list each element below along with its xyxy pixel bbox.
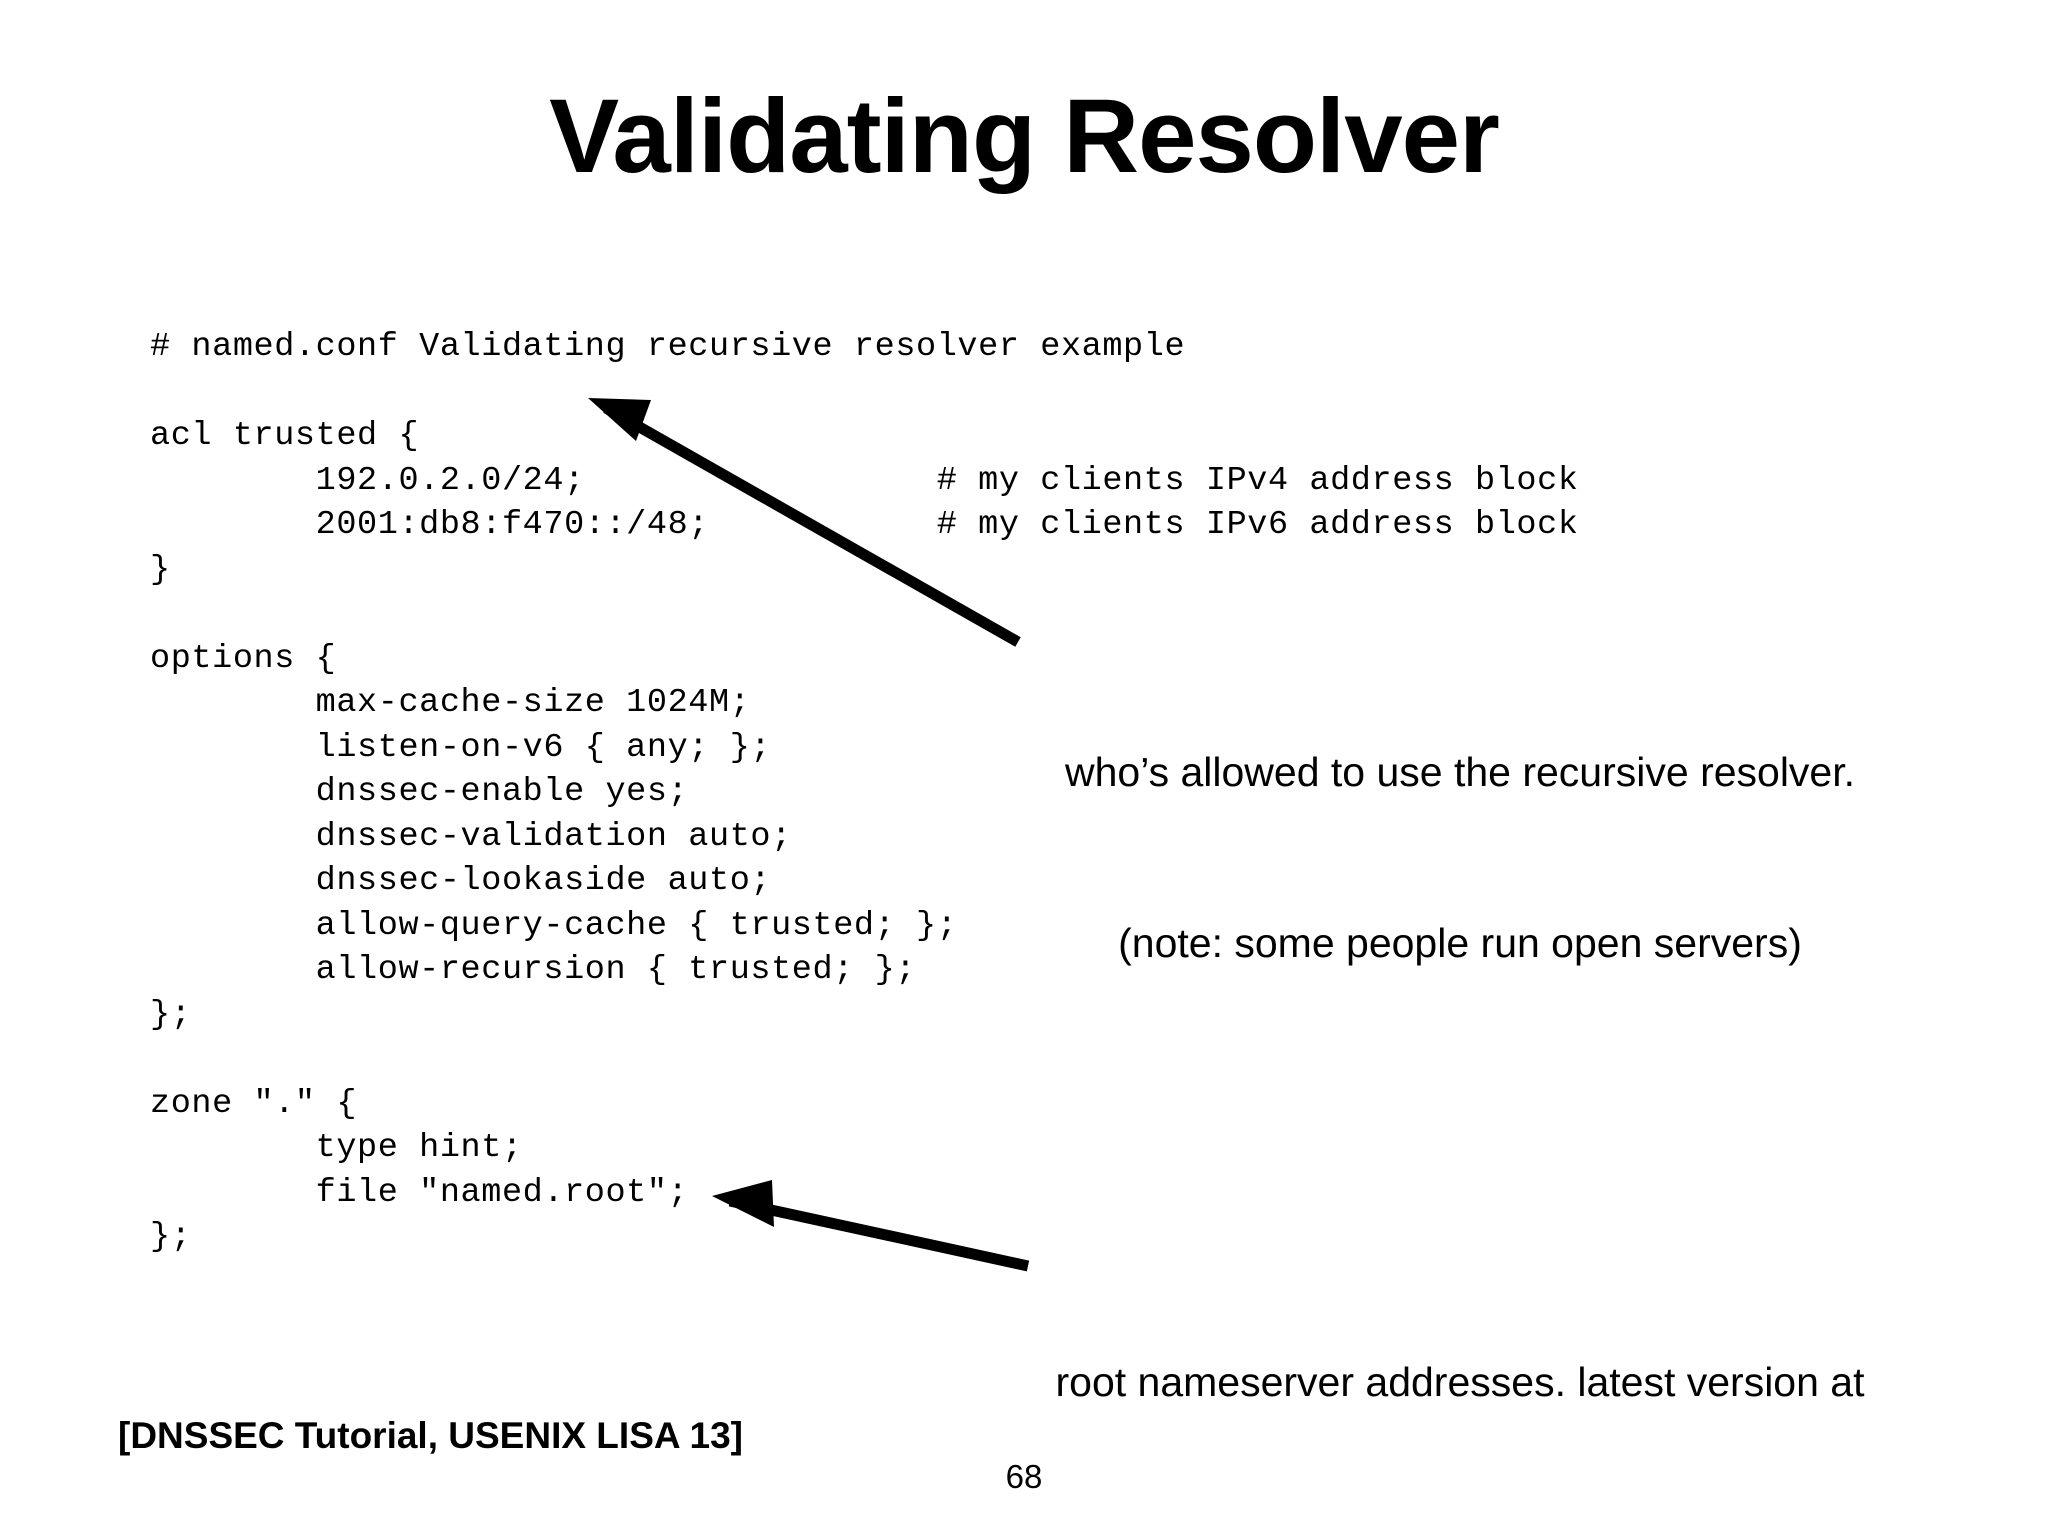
annotation-root-url[interactable]: www.internic.net/domain/named.root [1000, 1525, 1920, 1536]
page-title: Validating Resolver [549, 78, 1500, 195]
code-line: acl trusted { [150, 417, 420, 455]
code-line: dnssec-enable yes; [150, 773, 689, 811]
code-line: dnssec-lookaside auto; [150, 862, 772, 900]
code-line: type hint; [150, 1129, 523, 1167]
code-line: options { [150, 639, 337, 678]
code-line: listen-on-v6 { any; }; [150, 728, 772, 767]
code-line [150, 370, 1579, 415]
code-line: 192.0.2.0/24; # my clients IPv4 address … [150, 461, 1579, 500]
code-line: zone "." { [150, 1084, 358, 1123]
code-line: allow-recursion { trusted; }; [150, 951, 917, 989]
code-line: 2001:db8:f470::/48; # my clients IPv6 ad… [150, 506, 1579, 544]
code-line: }; [150, 1218, 192, 1256]
code-line: }; [150, 995, 192, 1034]
code-line: allow-query-cache { trusted; }; [150, 906, 958, 945]
annotation-acl-callout: who’s allowed to use the recursive resol… [1010, 630, 1910, 1086]
annotation-acl-line2: (note: some people run open servers) [1118, 920, 1802, 966]
code-line: } [150, 550, 171, 589]
footer-citation: [DNSSEC Tutorial, USENIX LISA 13] [118, 1415, 743, 1456]
code-line: # named.conf Validating recursive resolv… [150, 328, 1186, 366]
page-number: 68 [1005, 1458, 1043, 1495]
code-line: dnssec-validation auto; [150, 817, 792, 856]
annotation-root-callout: root nameserver addresses. latest versio… [1000, 1240, 1920, 1536]
annotation-acl-line1: who’s allowed to use the recursive resol… [1064, 749, 1856, 795]
code-line: file "named.root"; [150, 1173, 689, 1212]
code-line: max-cache-size 1024M; [150, 684, 751, 722]
annotation-root-line1: root nameserver addresses. latest versio… [1055, 1359, 1865, 1405]
